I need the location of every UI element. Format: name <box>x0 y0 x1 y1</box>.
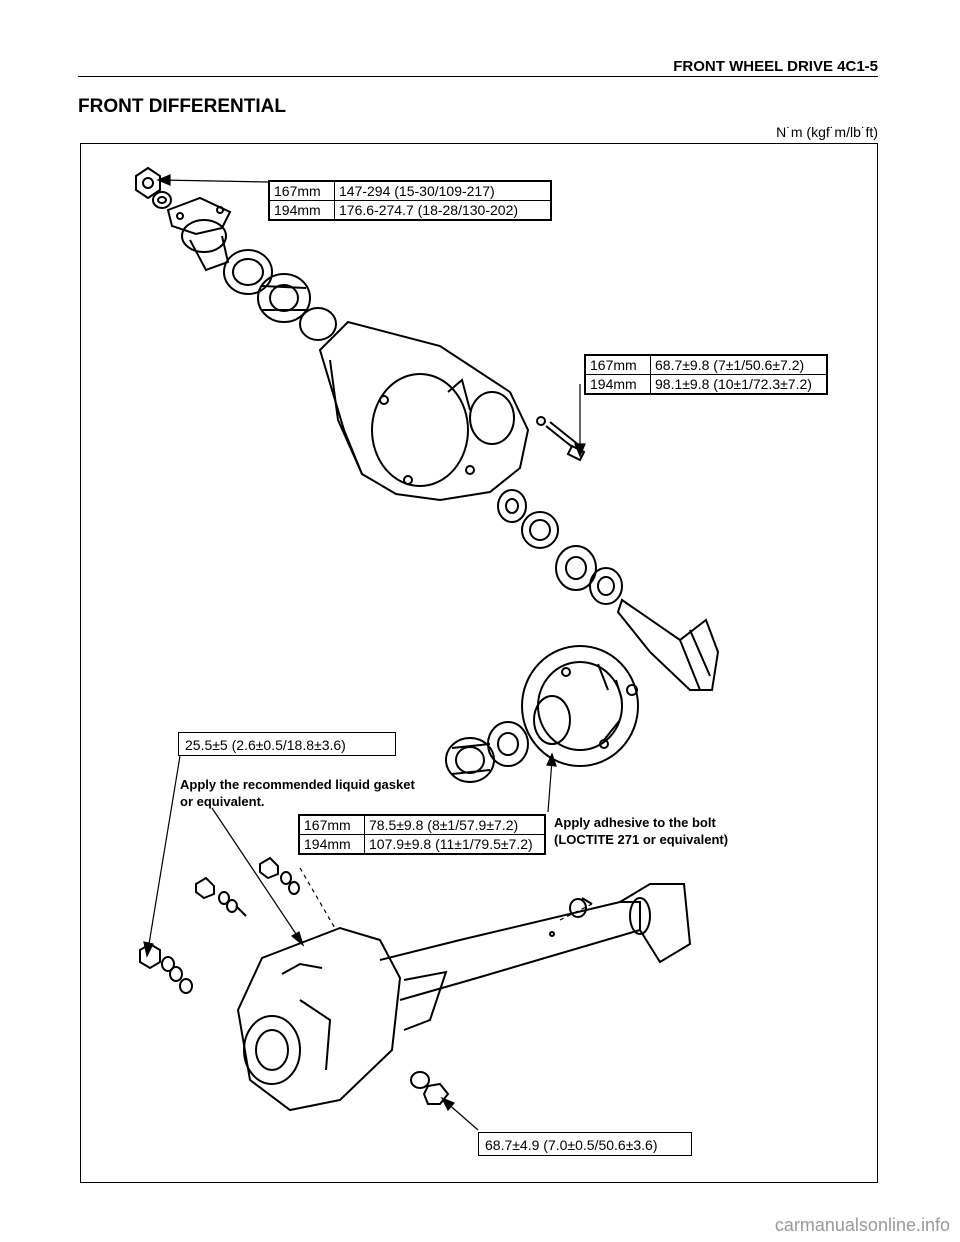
spec-value: 107.9±9.8 (11±1/79.5±7.2) <box>364 834 545 854</box>
watermark: carmanualsonline.info <box>774 1215 950 1235</box>
table-row: 194mm 98.1±9.8 (10±1/72.3±7.2) <box>585 374 827 394</box>
torque-units: N˙m (kgf˙m/lb˙ft) <box>776 124 878 140</box>
ring-gear-bolt-torque-callout: 167mm 78.5±9.8 (8±1/57.9±7.2) 194mm 107.… <box>298 814 546 855</box>
ring-gear-drawing <box>521 645 639 767</box>
spec-value: 78.5±9.8 (8±1/57.9±7.2) <box>364 815 545 835</box>
spec-size: 167mm <box>585 355 651 375</box>
drive-pinion-drawing <box>555 545 720 691</box>
spec-value: 176.6-274.7 (18-28/130-202) <box>334 200 551 220</box>
housing-nut-torque-callout: 25.5±5 (2.6±0.5/18.8±3.6) <box>178 732 396 756</box>
spec-value: 68.7±9.8 (7±1/50.6±7.2) <box>650 355 827 375</box>
oil-seal-drawing <box>223 249 273 295</box>
drain-plug-drawing <box>410 1071 450 1105</box>
carrier-bolt-torque-callout: 167mm 68.7±9.8 (7±1/50.6±7.2) 194mm 98.1… <box>584 354 828 395</box>
note-line: (LOCTITE 271 or equivalent) <box>554 832 729 847</box>
adhesive-note: Apply adhesive to the bolt (LOCTITE 271 … <box>554 814 728 848</box>
spec-size: 167mm <box>269 181 335 201</box>
table-row: 167mm 147-294 (15-30/109-217) <box>269 181 551 201</box>
side-bearing-drawing <box>497 489 559 549</box>
companion-flange-drawing <box>166 196 232 272</box>
diagram-frame <box>80 143 878 1183</box>
pinion-nut-drawing <box>135 166 172 209</box>
note-line: Apply the recommended liquid gasket <box>180 777 415 792</box>
note-line: Apply adhesive to the bolt <box>554 815 716 830</box>
breather-drawing <box>549 897 593 937</box>
liquid-gasket-note: Apply the recommended liquid gasket or e… <box>180 776 415 810</box>
pinion-bearing-drawing <box>257 273 311 323</box>
carrier-housing-drawing <box>318 320 530 502</box>
pinion-nut-torque-callout: 167mm 147-294 (15-30/109-217) 194mm 176.… <box>268 180 552 221</box>
spec-size: 194mm <box>585 374 651 394</box>
table-row: 194mm 107.9±9.8 (11±1/79.5±7.2) <box>299 834 545 854</box>
table-row: 194mm 176.6-274.7 (18-28/130-202) <box>269 200 551 220</box>
drain-plug-torque-callout: 68.7±4.9 (7.0±0.5/50.6±3.6) <box>478 1132 692 1156</box>
page-header-text: FRONT WHEEL DRIVE 4C1-5 <box>673 58 878 75</box>
spec-size: 194mm <box>269 200 335 220</box>
carrier-bolt-drawing <box>536 416 586 462</box>
section-title: FRONT DIFFERENTIAL <box>78 96 286 117</box>
header-rule <box>78 76 878 77</box>
spec-value: 98.1±9.8 (10±1/72.3±7.2) <box>650 374 827 394</box>
note-line: or equivalent. <box>180 794 265 809</box>
case-bearing-drawing <box>445 721 529 783</box>
spec-size: 194mm <box>299 834 365 854</box>
spec-value: 147-294 (15-30/109-217) <box>334 181 551 201</box>
bearing-race-drawing <box>299 307 337 341</box>
axle-housing-drawing <box>236 883 692 1112</box>
table-row: 167mm 68.7±9.8 (7±1/50.6±7.2) <box>585 355 827 375</box>
spec-size: 167mm <box>299 815 365 835</box>
stud-bolts-drawing <box>195 856 300 917</box>
table-row: 167mm 78.5±9.8 (8±1/57.9±7.2) <box>299 815 545 835</box>
